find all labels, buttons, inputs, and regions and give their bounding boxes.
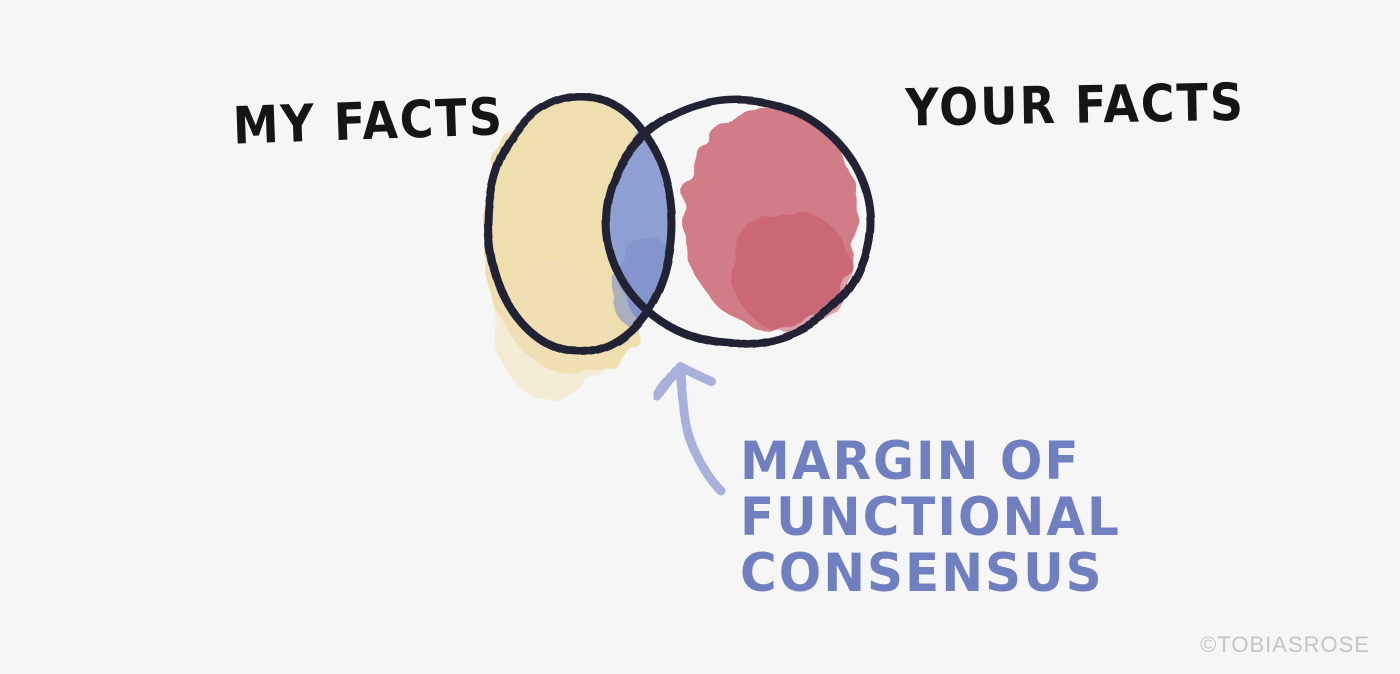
right-set-outline — [602, 96, 874, 348]
annotation-line: MARGIN OF — [740, 430, 1081, 492]
artist-credit: ©TOBIASROSE — [1200, 632, 1370, 657]
left-set-label: MY FACTS — [231, 86, 505, 156]
arrow-icon — [652, 361, 727, 497]
overlap-annotation: MARGIN OF FUNCTIONAL CONSENSUS — [740, 430, 1121, 604]
left-set-outline — [484, 92, 676, 356]
right-set-fill — [682, 108, 858, 330]
annotation-line: CONSENSUS — [740, 542, 1104, 604]
annotation-line: FUNCTIONAL — [740, 486, 1121, 548]
right-set-label: YOUR FACTS — [904, 71, 1246, 138]
